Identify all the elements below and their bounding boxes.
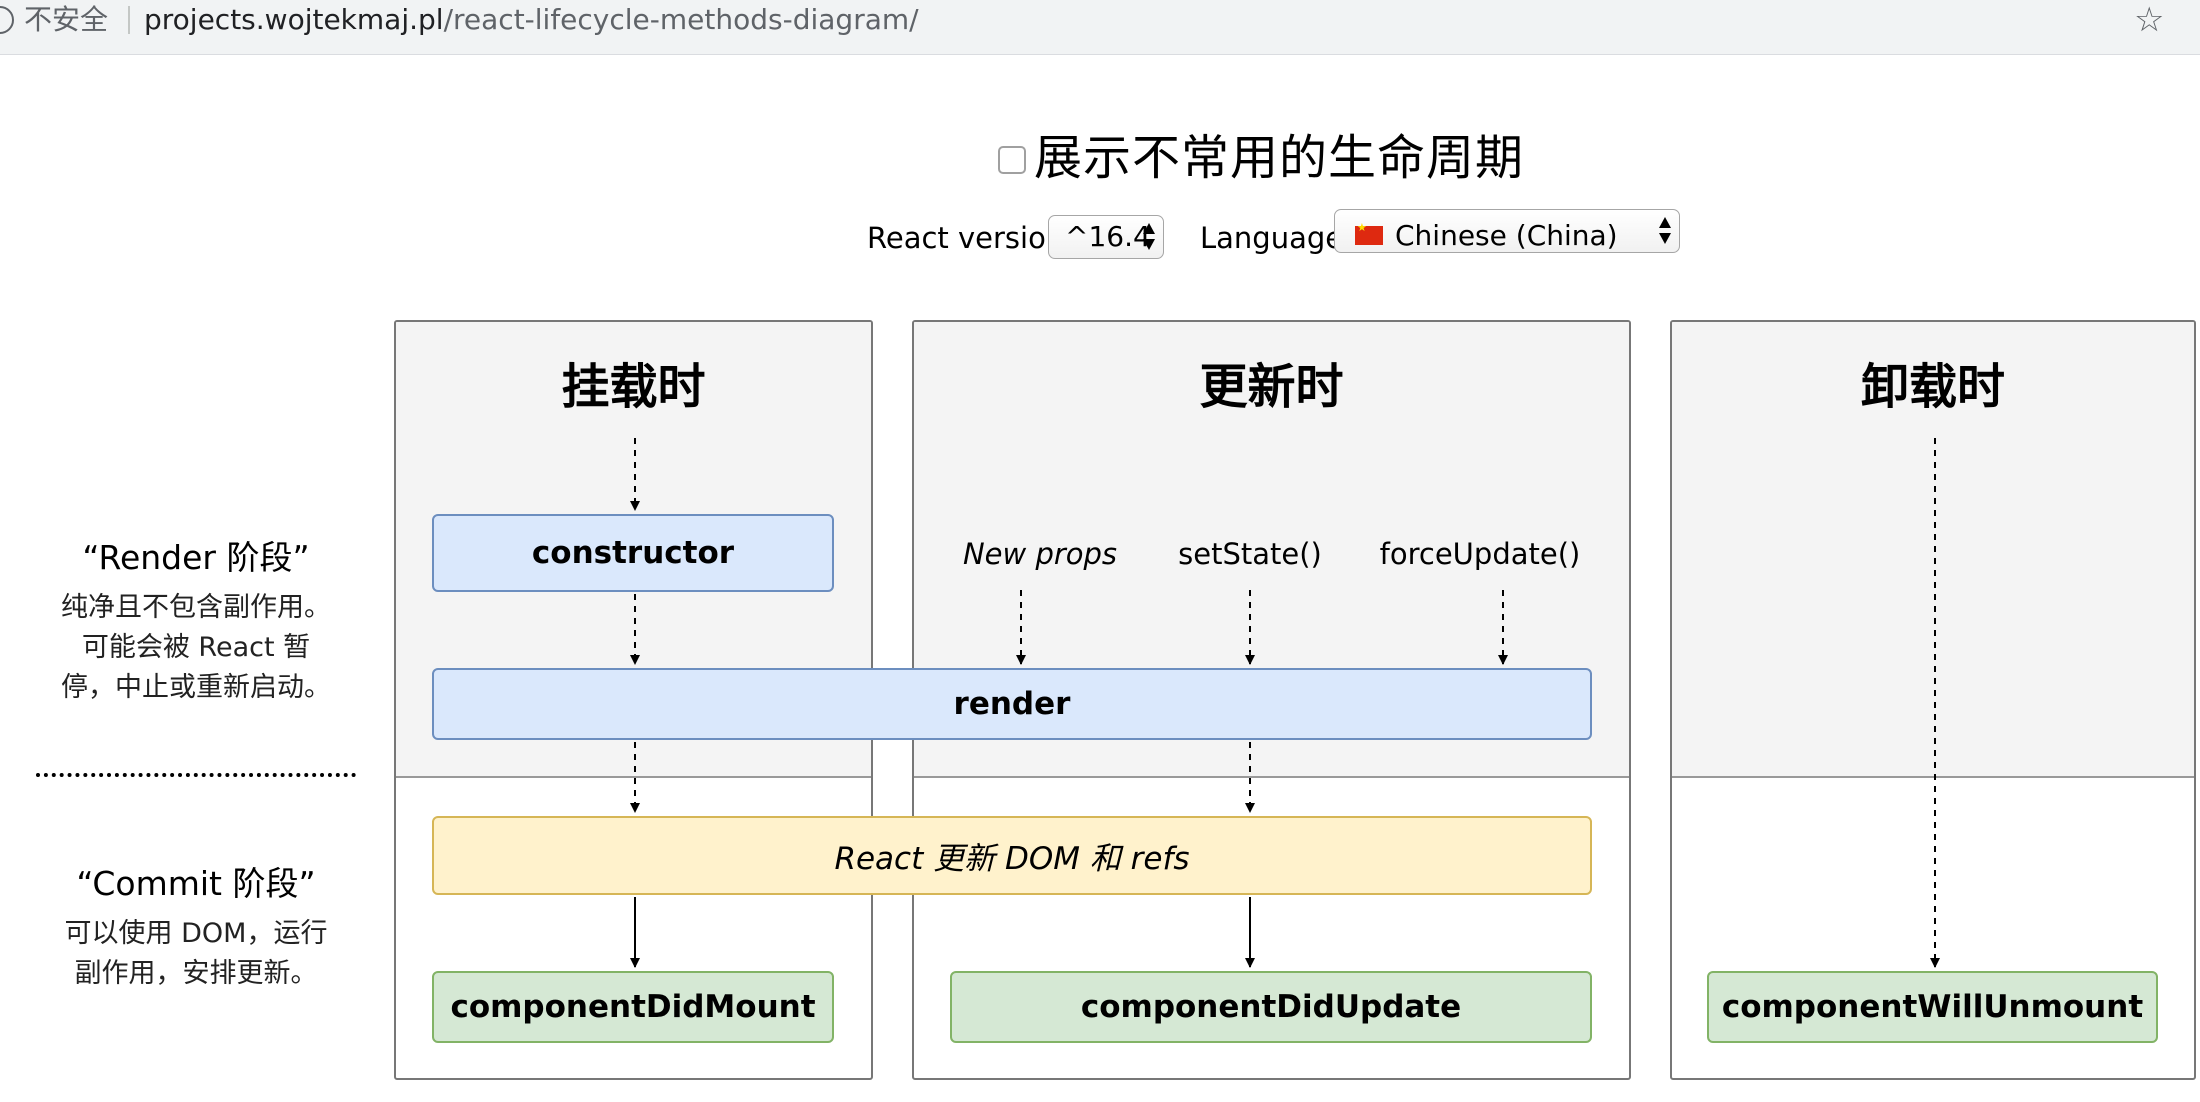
info-icon[interactable] bbox=[0, 6, 14, 34]
unmounting-title: 卸载时 bbox=[1860, 359, 2005, 415]
phase-divider bbox=[36, 773, 356, 777]
render-phase-description: 纯净且不包含副作用。 可能会被 React 暂 停，中止或重新启动。 bbox=[36, 588, 356, 708]
react-version-select[interactable]: ^16.4 bbox=[1048, 215, 1164, 259]
react-version-label: React version bbox=[867, 221, 1065, 255]
render-phase-title: “Render 阶段” bbox=[82, 538, 310, 577]
component-will-unmount-box: componentWillUnmount bbox=[1707, 971, 2158, 1043]
dom-update-box: React 更新 DOM 和 refs bbox=[432, 816, 1592, 895]
select-arrows-icon bbox=[1659, 216, 1671, 246]
constructor-box: constructor bbox=[432, 514, 834, 592]
url-domain[interactable]: projects.wojtekmaj.pl bbox=[144, 3, 444, 36]
render-phase-desc-line: 可能会被 React 暂 bbox=[81, 632, 311, 663]
render-phase-area bbox=[1672, 322, 2194, 778]
select-arrows-icon bbox=[1143, 222, 1155, 252]
commit-phase-title: “Commit 阶段” bbox=[76, 864, 316, 903]
commit-phase-desc-line: 副作用，安排更新。 bbox=[74, 958, 318, 989]
security-label[interactable]: 不安全 bbox=[24, 3, 109, 36]
commit-phase-description: 可以使用 DOM，运行 副作用，安排更新。 bbox=[36, 914, 356, 994]
address-bar[interactable]: 不安全 projects.wojtekmaj.pl/react-lifecycl… bbox=[0, 0, 2200, 55]
china-flag-icon bbox=[1355, 221, 1383, 245]
react-version-value: ^16.4 bbox=[1065, 220, 1151, 253]
url-text[interactable]: projects.wojtekmaj.pl/react-lifecycle-me… bbox=[144, 2, 919, 38]
commit-phase-legend: “Commit 阶段” 可以使用 DOM，运行 副作用，安排更新。 bbox=[36, 862, 356, 994]
set-state-trigger: setState() bbox=[1178, 537, 1322, 571]
language-select[interactable]: Chinese (China) bbox=[1334, 209, 1680, 253]
commit-phase-desc-line: 可以使用 DOM，运行 bbox=[64, 918, 328, 949]
address-divider bbox=[128, 6, 130, 34]
component-did-update-box: componentDidUpdate bbox=[950, 971, 1592, 1043]
render-phase-legend: “Render 阶段” 纯净且不包含副作用。 可能会被 React 暂 停，中止… bbox=[36, 536, 356, 708]
show-less-common-toggle[interactable]: 展示不常用的生命周期 bbox=[998, 118, 1524, 188]
star-icon[interactable]: ☆ bbox=[2134, 0, 2165, 40]
language-label: Language bbox=[1200, 221, 1344, 255]
new-props-trigger: New props bbox=[962, 537, 1118, 571]
force-update-trigger: forceUpdate() bbox=[1379, 537, 1581, 571]
component-did-mount-box: componentDidMount bbox=[432, 971, 834, 1043]
render-phase-desc-line: 停，中止或重新启动。 bbox=[61, 672, 331, 703]
show-less-common-label[interactable]: 展示不常用的生命周期 bbox=[1034, 130, 1525, 186]
render-box: render bbox=[432, 668, 1592, 740]
language-value: Chinese (China) bbox=[1395, 219, 1618, 252]
unmounting-column: 卸载时 bbox=[1670, 320, 2196, 1080]
show-less-common-checkbox[interactable] bbox=[998, 146, 1026, 174]
render-phase-desc-line: 纯净且不包含副作用。 bbox=[61, 592, 331, 623]
updating-title: 更新时 bbox=[1199, 359, 1344, 415]
mounting-title: 挂载时 bbox=[561, 359, 706, 415]
url-path[interactable]: /react-lifecycle-methods-diagram/ bbox=[443, 3, 919, 36]
